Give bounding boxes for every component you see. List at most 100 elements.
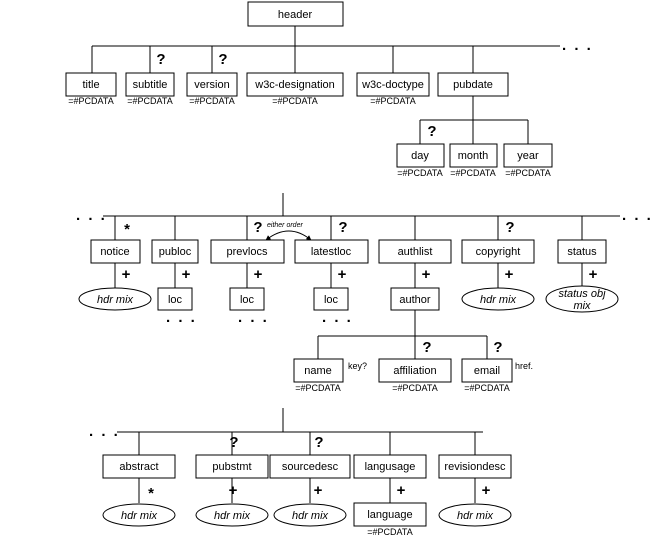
pubstmt-box <box>195 454 269 479</box>
w3c-doctype-box <box>356 72 430 97</box>
affiliation-box <box>378 358 452 383</box>
email-pcdata: =#PCDATA <box>464 383 509 393</box>
continuation-dots: . . . . . . . . . . . . . . . . . . . . … <box>76 37 651 440</box>
day-pcdata: =#PCDATA <box>397 168 442 178</box>
header-label: header <box>278 9 313 21</box>
sourcedesc-hdr-mix-label: hdr mix <box>292 510 329 522</box>
either-order-note: either order <box>267 222 303 229</box>
occurrence-indicators: ? ? ? * ? ? ? + + + + + + + ? ? ? ? * + … <box>122 51 598 502</box>
notice-hdr-mix-label: hdr mix <box>97 294 134 306</box>
row2-left-ellipsis: . . . <box>76 207 107 224</box>
publoc-plus-marker: + <box>182 266 191 283</box>
affiliation-pcdata: =#PCDATA <box>392 383 437 393</box>
status-obj-mix-ellipse <box>545 285 619 313</box>
year-box <box>503 143 553 168</box>
w3c-doctype-pcdata: =#PCDATA <box>370 96 415 106</box>
authlist-plus-marker: + <box>422 266 431 283</box>
authlist-label: authlist <box>398 246 433 258</box>
revisiondesc-label: revisiondesc <box>444 461 506 473</box>
prevlocs-loc-box <box>229 287 265 311</box>
version-label: version <box>194 79 229 91</box>
publoc-label: publoc <box>159 246 192 258</box>
node-boxes <box>65 1 607 527</box>
abstract-label: abstract <box>119 461 158 473</box>
subtitle-label: subtitle <box>133 79 168 91</box>
version-box <box>186 72 238 97</box>
copyright-hdr-mix-label: hdr mix <box>480 294 517 306</box>
affiliation-optional-marker: ? <box>422 339 431 356</box>
abstract-hdr-mix-label: hdr mix <box>121 510 158 522</box>
header-box <box>247 1 344 27</box>
language-box <box>353 502 427 527</box>
pubstmt-plus-marker: + <box>229 482 238 499</box>
connector-lines <box>91 26 620 503</box>
pubstmt-optional-marker: ? <box>229 434 238 451</box>
subtitle-pcdata: =#PCDATA <box>127 96 172 106</box>
copyright-label: copyright <box>476 246 521 258</box>
latestloc-label: latestloc <box>311 246 352 258</box>
year-label: year <box>517 150 539 162</box>
language-pcdata: =#PCDATA <box>367 527 412 537</box>
copyright-optional-marker: ? <box>505 219 514 236</box>
abstract-star-marker: * <box>148 485 154 502</box>
email-label: email <box>474 365 500 377</box>
ellipse-labels: hdr mix hdr mix status obj mix hdr mix h… <box>97 288 606 522</box>
sourcedesc-box <box>269 454 351 479</box>
notice-hdr-mix-ellipse <box>78 287 152 311</box>
notice-plus-marker: + <box>122 266 131 283</box>
subtitle-optional-marker: ? <box>156 51 165 68</box>
notice-star-marker: * <box>124 221 130 238</box>
day-box <box>396 143 445 168</box>
prevlocs-loc-label: loc <box>240 294 255 306</box>
status-box <box>557 239 607 264</box>
day-optional-marker: ? <box>427 123 436 140</box>
prevlocs-plus-marker: + <box>254 266 263 283</box>
prevlocs-label: prevlocs <box>227 246 268 258</box>
latestloc-loc-ellipsis: . . . <box>322 309 353 326</box>
sourcedesc-hdr-mix-ellipse <box>273 503 347 527</box>
prevlocs-box <box>210 239 285 264</box>
month-box <box>449 143 498 168</box>
subtitle-box <box>125 72 175 97</box>
w3c-designation-label: w3c-designation <box>254 79 335 91</box>
title-pcdata: =#PCDATA <box>68 96 113 106</box>
row2-right-ellipsis: . . . <box>622 207 651 224</box>
row1-right-ellipsis: . . . <box>562 37 593 54</box>
pubdate-label: pubdate <box>453 79 493 91</box>
latestloc-loc-label: loc <box>324 294 339 306</box>
mix-ellipses <box>78 285 619 527</box>
status-label: status <box>567 246 597 258</box>
name-box <box>293 358 344 383</box>
annotation-notes: either order key? href. <box>267 222 533 371</box>
pubstmt-hdr-mix-ellipse <box>195 503 269 527</box>
month-pcdata: =#PCDATA <box>450 168 495 178</box>
revisiondesc-hdr-mix-label: hdr mix <box>457 510 494 522</box>
pubstmt-label: pubstmt <box>212 461 251 473</box>
version-optional-marker: ? <box>218 51 227 68</box>
pcdata-captions: =#PCDATA =#PCDATA =#PCDATA =#PCDATA =#PC… <box>68 96 550 537</box>
title-label: title <box>82 79 99 91</box>
notice-label: notice <box>100 246 129 258</box>
email-optional-marker: ? <box>493 339 502 356</box>
sourcedesc-optional-marker: ? <box>314 434 323 451</box>
prevlocs-optional-marker: ? <box>253 219 262 236</box>
month-label: month <box>458 150 489 162</box>
abstract-box <box>102 454 176 479</box>
status-obj-mix-label-2: mix <box>573 300 591 312</box>
latestloc-loc-box <box>313 287 349 311</box>
year-pcdata: =#PCDATA <box>505 168 550 178</box>
day-label: day <box>411 150 429 162</box>
either-order-arrow <box>265 230 312 241</box>
status-obj-mix-label-1: status obj <box>558 288 606 300</box>
langusage-plus-marker: + <box>397 482 406 499</box>
publoc-loc-label: loc <box>168 294 183 306</box>
version-pcdata: =#PCDATA <box>189 96 234 106</box>
revisiondesc-hdr-mix-ellipse <box>438 503 512 527</box>
copyright-hdr-mix-ellipse <box>461 287 535 311</box>
status-plus-marker: + <box>589 266 598 283</box>
copyright-box <box>461 239 535 264</box>
language-label: language <box>367 509 412 521</box>
abstract-hdr-mix-ellipse <box>102 503 176 527</box>
email-href-note: href. <box>515 361 533 371</box>
copyright-plus-marker: + <box>505 266 514 283</box>
